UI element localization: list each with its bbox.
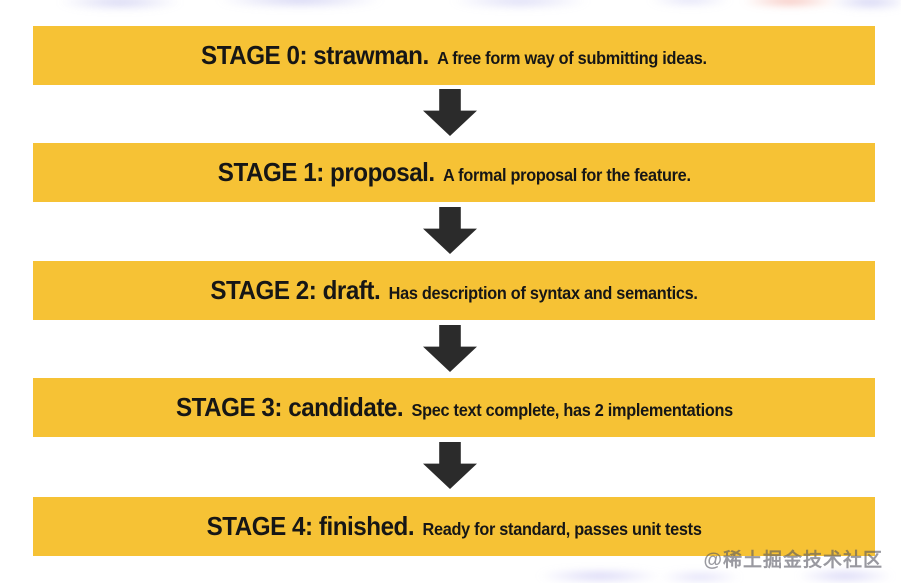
stage-title: STAGE 1: proposal. bbox=[217, 157, 435, 187]
arrow-down-icon bbox=[423, 325, 477, 372]
stage-description: Ready for standard, passes unit tests bbox=[422, 519, 702, 539]
stage-bar-text: STAGE 1: proposal. A formal proposal for… bbox=[218, 157, 691, 188]
stage-title: STAGE 0: strawman. bbox=[201, 40, 429, 70]
arrow-down-icon bbox=[423, 207, 477, 254]
stage-title: STAGE 3: candidate. bbox=[175, 392, 404, 422]
stage-bar-text: STAGE 3: candidate. Spec text complete, … bbox=[176, 392, 733, 423]
stage-bar-0: STAGE 0: strawman. A free form way of su… bbox=[33, 26, 875, 85]
stage-description: A free form way of submitting ideas. bbox=[437, 48, 707, 68]
stage-bar-2: STAGE 2: draft. Has description of synta… bbox=[33, 261, 875, 320]
stage-title: STAGE 2: draft. bbox=[210, 275, 381, 305]
stage-bar-3: STAGE 3: candidate. Spec text complete, … bbox=[33, 378, 875, 437]
stage-bar-1: STAGE 1: proposal. A formal proposal for… bbox=[33, 143, 875, 202]
stage-bar-text: STAGE 2: draft. Has description of synta… bbox=[210, 275, 698, 306]
stage-description: A formal proposal for the feature. bbox=[442, 165, 691, 185]
arrow-down-icon bbox=[423, 442, 477, 489]
stage-title: STAGE 4: finished. bbox=[206, 511, 415, 541]
arrow-down-icon bbox=[423, 89, 477, 136]
stage-bar-text: STAGE 0: strawman. A free form way of su… bbox=[201, 40, 707, 71]
stage-description: Has description of syntax and semantics. bbox=[388, 283, 698, 303]
watermark: @稀土掘金技术社区 bbox=[703, 550, 883, 571]
stage-bar-4: STAGE 4: finished. Ready for standard, p… bbox=[33, 497, 875, 556]
stage-bar-text: STAGE 4: finished. Ready for standard, p… bbox=[207, 511, 702, 542]
stage-description: Spec text complete, has 2 implementation… bbox=[411, 400, 733, 420]
top-slide-remnant-decoration bbox=[0, 0, 901, 16]
